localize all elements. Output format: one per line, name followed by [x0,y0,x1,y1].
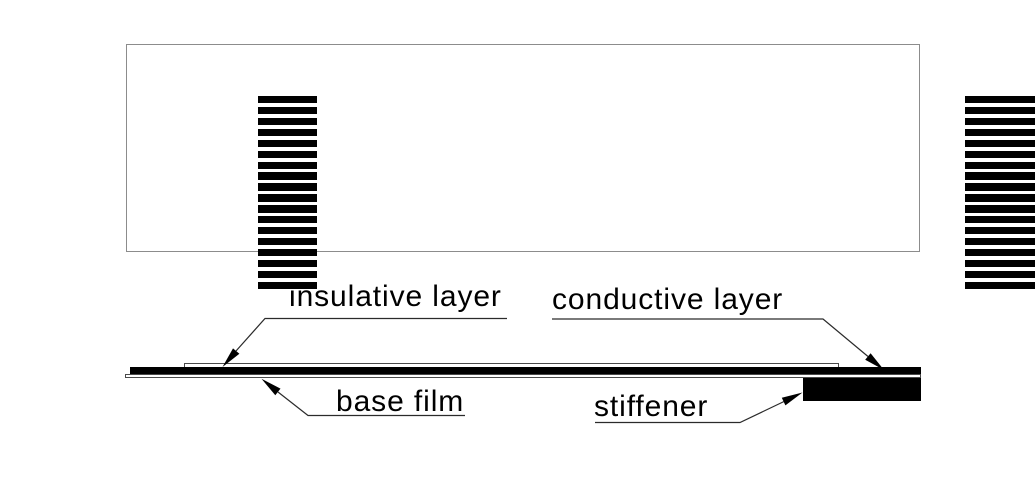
stiffener-shape [803,378,921,401]
contact-finger [965,150,1035,158]
label-conductive-layer: conductive layer [552,283,784,316]
contact-finger [965,172,1035,180]
contact-finger [258,183,317,191]
contact-finger [258,117,317,126]
cable-top-view [126,44,1035,289]
contact-finger [258,227,317,235]
contact-finger [258,248,317,257]
contact-finger [965,139,1035,147]
contact-finger [258,216,317,224]
contact-finger [258,128,317,137]
contact-finger [258,172,317,180]
contact-finger [258,150,317,158]
contact-finger [965,183,1035,191]
insulative-leader-line [235,317,507,352]
label-insulative-layer: insulative layer [289,280,502,313]
contact-finger [965,227,1035,235]
contact-finger [965,248,1035,257]
base-film-shape [125,374,921,378]
contact-finger [258,205,317,213]
conductive-leader-line [552,318,869,357]
contact-finger [258,194,317,202]
contact-finger [258,270,317,279]
contact-finger [965,281,1035,289]
label-stiffener: stiffener [594,390,709,423]
conductive-layer-shape [130,367,921,374]
contact-finger [258,106,317,115]
contact-finger [258,161,317,169]
contact-finger [258,139,317,147]
contact-fingers-left [258,96,317,289]
contact-finger [965,237,1035,246]
contact-finger [965,161,1035,169]
contact-finger [965,216,1035,224]
contact-finger [965,259,1035,268]
contact-fingers-right [965,96,1035,289]
contact-finger [258,281,317,289]
contact-finger [965,205,1035,213]
contact-finger [258,96,317,104]
contact-finger [965,128,1035,137]
contact-finger [965,106,1035,115]
contact-finger [965,96,1035,104]
contact-finger [965,194,1035,202]
label-base-film: base film [336,385,465,418]
contact-finger [965,270,1035,279]
contact-finger [965,117,1035,126]
contact-finger [258,259,317,268]
contact-finger [258,237,317,246]
base-film-arrowhead [261,378,281,396]
stiffener-arrowhead [781,392,803,406]
